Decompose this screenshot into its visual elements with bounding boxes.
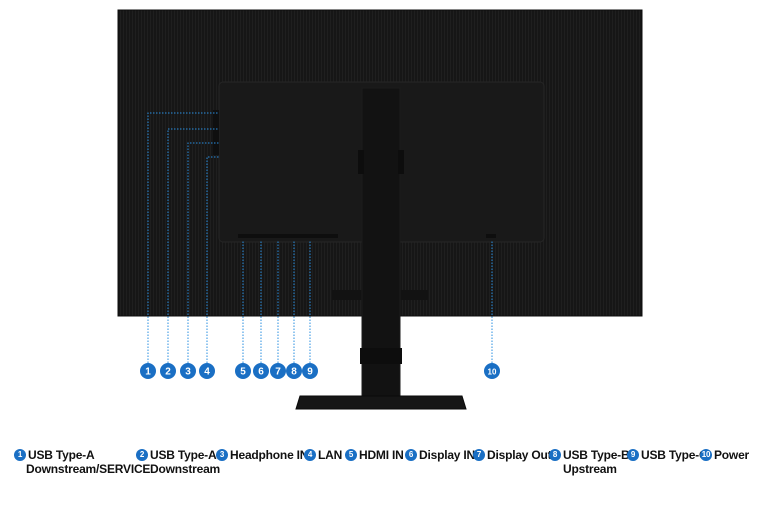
- legend-number: 6: [405, 449, 417, 461]
- callout-badge-8: 8: [286, 363, 302, 379]
- stand-bracket-left: [358, 150, 364, 174]
- legend-label-line2: Downstream/SERVICE: [26, 462, 151, 476]
- legend-label: LAN: [318, 448, 343, 462]
- legend-label: USB Type-B: [563, 448, 630, 462]
- callout-badge-10: 10: [484, 363, 500, 379]
- callout-badge-3: 3: [180, 363, 196, 379]
- legend-number: 4: [304, 449, 316, 461]
- stand-collar: [360, 348, 402, 364]
- legend-label: Display IN: [419, 448, 476, 462]
- legend-number: 10: [700, 449, 712, 461]
- legend-number: 8: [549, 449, 561, 461]
- stand-neck: [361, 87, 401, 399]
- callout-circle: [286, 363, 302, 379]
- port-strip: [238, 234, 338, 238]
- callout-number: 9: [307, 367, 313, 378]
- legend-item-10: 10 Power: [700, 448, 749, 462]
- callout-number: 6: [258, 367, 264, 378]
- legend-label-line2: Downstream: [150, 462, 221, 476]
- legend-item-3: 3 Headphone IN: [216, 448, 308, 462]
- legend-label: Display Out: [487, 448, 552, 462]
- callout-circle: [302, 363, 318, 379]
- callout-circle: [270, 363, 286, 379]
- legend-number: 2: [136, 449, 148, 461]
- legend-number: 3: [216, 449, 228, 461]
- legend-label: USB Type-C: [641, 448, 708, 462]
- legend-number: 5: [345, 449, 357, 461]
- legend-label: USB Type-A: [28, 448, 95, 462]
- callout-circle: [235, 363, 251, 379]
- callout-circle: [484, 363, 500, 379]
- legend-label-line2: Upstream: [563, 462, 617, 476]
- callout-badge-5: 5: [235, 363, 251, 379]
- callout-number: 4: [204, 367, 210, 378]
- callout-circle: [140, 363, 156, 379]
- legend-number: 7: [473, 449, 485, 461]
- callout-number: 3: [185, 367, 191, 378]
- legend-label: Power: [714, 448, 750, 462]
- stand-bracket-right: [398, 150, 404, 174]
- legend-item-5: 5 HDMI IN: [345, 448, 404, 462]
- callout-number: 10: [488, 368, 497, 377]
- callout-badge-1: 1: [140, 363, 156, 379]
- side-ports: [213, 110, 219, 155]
- callout-circle: [199, 363, 215, 379]
- legend-number: 1: [14, 449, 26, 461]
- callout-circle: [253, 363, 269, 379]
- callout-circle: [160, 363, 176, 379]
- callout-badge-4: 4: [199, 363, 215, 379]
- callout-leader-line-1: [147, 112, 219, 363]
- callout-number: 8: [291, 367, 297, 378]
- callout-badge-2: 2: [160, 363, 176, 379]
- legend-item-4: 4 LAN: [304, 448, 342, 462]
- legend-label: USB Type-A: [150, 448, 217, 462]
- callout-badge-9: 9: [302, 363, 318, 379]
- callout-badge-7: 7: [270, 363, 286, 379]
- legend-label: Headphone IN: [230, 448, 309, 462]
- callout-number: 5: [240, 367, 246, 378]
- power-port: [486, 234, 496, 238]
- callout-leader-line-2: [167, 128, 219, 363]
- callout-number: 1: [145, 367, 151, 378]
- legend-item-9: 9 USB Type-C: [627, 448, 708, 462]
- legend-label: HDMI IN: [359, 448, 404, 462]
- callout-number: 7: [275, 367, 281, 378]
- legend-item-7: 7 Display Out: [473, 448, 552, 462]
- callout-circle: [180, 363, 196, 379]
- callout-leader-line-4: [206, 156, 219, 363]
- legend-item-6: 6 Display IN: [405, 448, 475, 462]
- callout-badge-6: 6: [253, 363, 269, 379]
- legend-number: 9: [627, 449, 639, 461]
- callout-number: 2: [165, 367, 171, 378]
- callout-leader-line-3: [187, 142, 219, 363]
- stand-base: [295, 395, 467, 410]
